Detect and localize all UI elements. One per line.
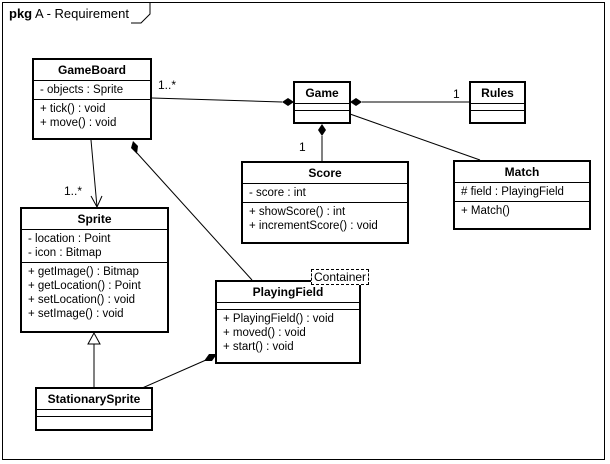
- operations-section: + tick() : void + move() : void: [34, 100, 150, 132]
- edge-game-match: [349, 113, 481, 161]
- diamond-game-rules: [350, 98, 362, 106]
- class-game[interactable]: Game: [293, 81, 351, 124]
- operation: + Match(): [461, 205, 510, 217]
- edge-gameboard-game: [151, 97, 283, 103]
- edge-stationarysprite-playingfield: [139, 359, 207, 390]
- attribute: # field : PlayingField: [461, 186, 564, 198]
- attributes-section: - score : int: [243, 184, 407, 203]
- class-name: Score: [243, 163, 407, 184]
- diamond-playingfield-stationarysprite: [204, 354, 217, 361]
- class-match[interactable]: Match # field : PlayingField + Match(): [453, 160, 591, 230]
- operation: + PlayingField() : void: [223, 313, 334, 325]
- class-name: GameBoard: [34, 60, 150, 81]
- attributes-section: - location : Point - icon : Bitmap: [22, 230, 167, 263]
- operation: + tick() : void: [40, 103, 106, 115]
- operations-section: + showScore() : int + incrementScore() :…: [243, 203, 407, 235]
- attributes-section: # field : PlayingField: [455, 183, 589, 202]
- class-name: Rules: [471, 83, 524, 104]
- package-name: A - Requirement: [35, 6, 129, 21]
- attributes-section: - objects : Sprite: [34, 81, 150, 100]
- generalization-triangle: [87, 331, 101, 345]
- mult-game-rules: 1: [453, 87, 460, 101]
- class-playingfield[interactable]: PlayingField + PlayingField() : void + m…: [215, 280, 361, 364]
- edge-gameboard-playingfield: [136, 152, 253, 281]
- operation: + getImage() : Bitmap: [28, 266, 139, 278]
- operations-section: [471, 111, 524, 117]
- class-stationarysprite[interactable]: StationarySprite: [35, 387, 153, 431]
- package-tab: pkg A - Requirement: [2, 2, 151, 24]
- class-name: Sprite: [22, 209, 167, 230]
- operations-section: [295, 111, 349, 117]
- mult-gameboard-sprite: 1..*: [64, 184, 83, 198]
- operation: + incrementScore() : void: [249, 220, 378, 232]
- class-name: Match: [455, 162, 589, 183]
- diamond-game-gameboard: [282, 98, 294, 106]
- attribute: - location : Point: [28, 233, 111, 245]
- mult-gameboard-game: 1..*: [158, 78, 177, 92]
- class-sprite[interactable]: Sprite - location : Point - icon : Bitma…: [20, 207, 169, 333]
- attribute: - objects : Sprite: [40, 84, 124, 96]
- attribute: - icon : Bitmap: [28, 247, 102, 259]
- class-name: Game: [295, 83, 349, 104]
- mult-game-score: 1: [299, 140, 306, 154]
- class-rules[interactable]: Rules: [469, 81, 526, 124]
- operation: + setLocation() : void: [28, 294, 136, 306]
- attributes-section: [217, 303, 359, 310]
- operation: + move() : void: [40, 117, 117, 129]
- attributes-section: [37, 410, 151, 417]
- class-gameboard[interactable]: GameBoard - objects : Sprite + tick() : …: [32, 58, 152, 140]
- package-tab-corner: [130, 2, 151, 24]
- operations-section: + PlayingField() : void + moved() : void…: [217, 310, 359, 356]
- operation: + getLocation() : Point: [28, 280, 141, 292]
- operations-section: + getImage() : Bitmap + getLocation() : …: [22, 263, 167, 323]
- operations-section: [37, 417, 151, 423]
- class-score[interactable]: Score - score : int + showScore() : int …: [241, 161, 409, 244]
- attributes-section: [295, 104, 349, 111]
- package-keyword: pkg: [9, 6, 33, 21]
- operation: + moved() : void: [223, 327, 306, 339]
- edge-gameboard-sprite: [90, 139, 98, 208]
- operation: + start() : void: [223, 341, 294, 353]
- stereotype-container: Container: [311, 269, 370, 285]
- class-name: StationarySprite: [37, 389, 151, 410]
- class-name: PlayingField: [217, 282, 359, 303]
- operations-section: + Match(): [455, 202, 589, 220]
- attributes-section: [471, 104, 524, 111]
- diamond-game-score: [318, 124, 326, 136]
- attribute: - score : int: [249, 187, 306, 199]
- operation: + setImage() : void: [28, 308, 124, 320]
- diamond-gameboard-playingfield: [131, 141, 138, 154]
- operation: + showScore() : int: [249, 206, 346, 218]
